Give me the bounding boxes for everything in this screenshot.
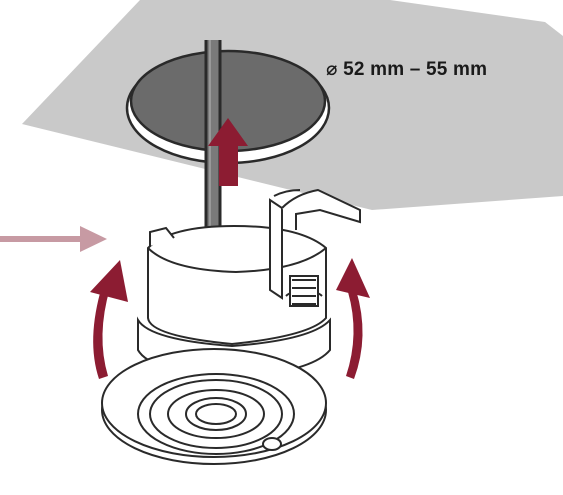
diameter-label: ⌀ 52 mm – 55 mm bbox=[326, 59, 488, 80]
pointer-arrow bbox=[0, 226, 107, 252]
spring-clip bbox=[149, 188, 361, 307]
mounting-hole bbox=[125, 49, 331, 165]
recessed-sensor bbox=[101, 224, 331, 465]
cable bbox=[204, 40, 222, 232]
rotate-arrow bbox=[90, 258, 370, 379]
insert-arrow bbox=[208, 118, 248, 186]
